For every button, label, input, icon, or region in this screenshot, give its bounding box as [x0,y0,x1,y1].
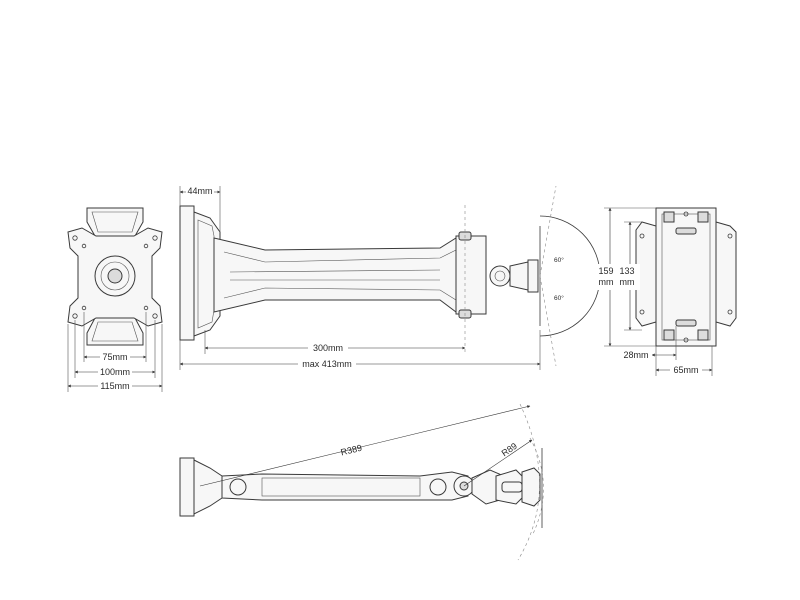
side-arm-body [221,471,469,501]
dim-100: 100mm [100,367,130,377]
angle-up-label: 60° [554,256,564,264]
tilt-arc [539,215,601,337]
mount-hole [143,243,149,249]
dim-44: 44mm [187,186,212,196]
r89-line [463,439,533,487]
arm-side-view: R389 R89 [179,403,544,561]
mount-hole [152,313,158,319]
mount-hole [143,305,149,311]
arm-body [213,235,481,313]
dim-28: 28mm [623,350,648,360]
dim-413: max 413mm [302,359,352,369]
mount-hole [72,313,78,319]
dim-133-unit: mm [620,277,635,287]
dim-159-unit: mm [599,277,614,287]
dim-75: 75mm [102,352,127,362]
mount-hole [81,243,87,249]
vesa-plate-view: 75mm 100mm 115mm [67,207,163,392]
mount-hole [152,235,158,241]
dim-115: 115mm [100,381,129,391]
dim-r389: R389 [340,443,363,458]
dim-133: 133 [619,266,634,276]
dim-300: 300mm [313,343,343,353]
wall-plate-view: 159 mm 133 mm 28mm 65mm [596,207,737,376]
mount-hole [81,305,87,311]
r389-line [199,405,531,487]
side-wall-mount [179,457,195,517]
arm-top-view: 60° 60° 44mm 300mm max 413mm [179,185,601,370]
tilt-head [489,265,511,287]
wall-bracket [179,205,195,341]
dim-65: 65mm [673,365,698,375]
reach-arc [517,403,540,561]
angle-down-label: 60° [554,294,564,302]
arm-joint [455,235,487,315]
dim-159: 159 [598,266,613,276]
mount-hole [72,235,78,241]
